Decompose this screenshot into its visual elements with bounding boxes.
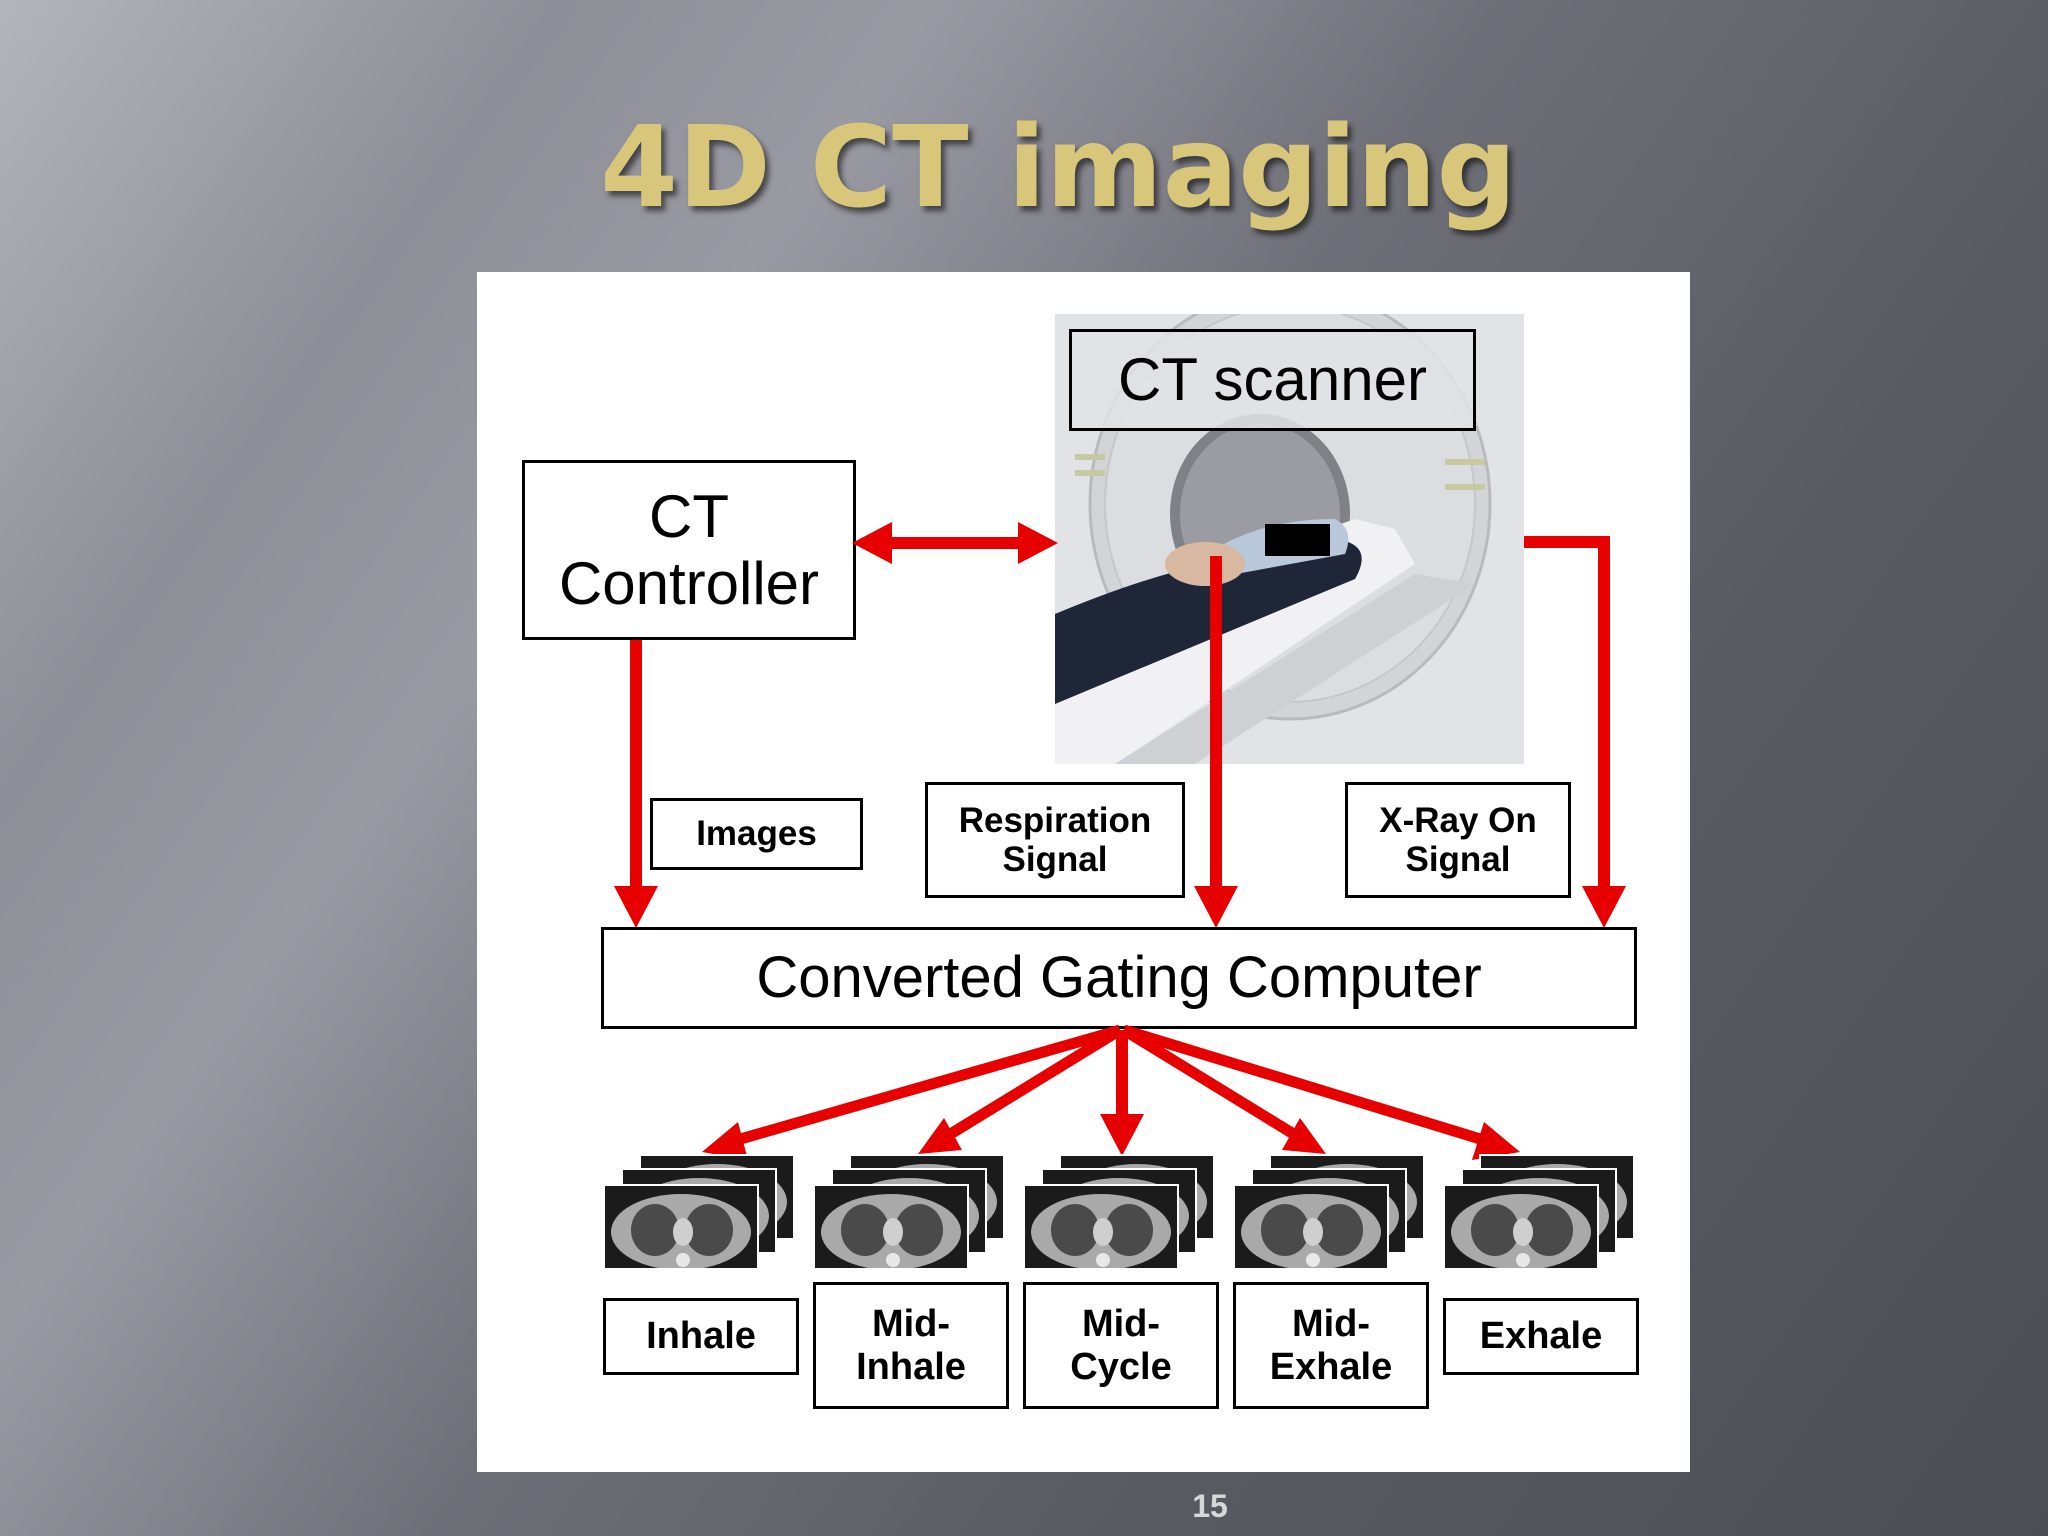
ct-slice-image xyxy=(1023,1184,1179,1270)
ct-slice-image xyxy=(1233,1184,1389,1270)
phase-mid-cycle-line1: Mid- xyxy=(1081,1302,1161,1345)
ct-stack-inhale xyxy=(603,1154,795,1274)
xray-signal-box: X-Ray On Signal xyxy=(1345,782,1571,898)
gating-computer-box: Converted Gating Computer xyxy=(601,927,1637,1029)
gating-computer-text: Converted Gating Computer xyxy=(756,944,1482,1010)
xray-line2: Signal xyxy=(1405,840,1511,879)
images-label-text: Images xyxy=(696,814,817,854)
phase-label-mid-cycle: Mid- Cycle xyxy=(1023,1282,1219,1409)
ct-stack-exhale xyxy=(1443,1154,1635,1274)
phase-inhale-text: Inhale xyxy=(646,1315,756,1358)
phase-mid-exhale-line2: Exhale xyxy=(1269,1345,1393,1388)
respiration-signal-box: Respiration Signal xyxy=(925,782,1185,898)
phase-mid-inhale-line1: Mid- xyxy=(871,1302,951,1345)
ct-scanner-text: CT scanner xyxy=(1117,346,1428,414)
phase-exhale-text: Exhale xyxy=(1479,1315,1603,1358)
xray-line1: X-Ray On xyxy=(1379,800,1537,840)
ct-slice-image xyxy=(813,1184,969,1270)
ct-stack-mid-cycle xyxy=(1023,1154,1215,1274)
ct-stack-mid-exhale xyxy=(1233,1154,1425,1274)
ct-slice-image xyxy=(1443,1184,1599,1270)
ct-stack-mid-inhale xyxy=(813,1154,1005,1274)
ct-controller-box: CT Controller xyxy=(522,460,856,640)
slide-number: 15 xyxy=(1192,1488,1228,1524)
phase-label-mid-exhale: Mid- Exhale xyxy=(1233,1282,1429,1409)
ct-controller-line2: Controller xyxy=(558,550,820,617)
ct-scanner-label: CT scanner xyxy=(1069,329,1476,431)
phase-mid-cycle-line2: Cycle xyxy=(1070,1345,1172,1388)
phase-label-exhale: Exhale xyxy=(1443,1298,1639,1375)
ct-slice-image xyxy=(603,1184,759,1270)
respiration-line1: Respiration xyxy=(958,800,1152,840)
respiration-line2: Signal xyxy=(1002,840,1108,879)
phase-label-mid-inhale: Mid- Inhale xyxy=(813,1282,1009,1409)
slide-title: 4D CT imaging xyxy=(600,103,1517,233)
ct-controller-line1: CT xyxy=(649,482,729,550)
phase-mid-inhale-line2: Inhale xyxy=(856,1345,966,1388)
phase-mid-exhale-line1: Mid- xyxy=(1291,1302,1371,1345)
images-label-box: Images xyxy=(650,798,863,870)
phase-label-inhale: Inhale xyxy=(603,1298,799,1375)
